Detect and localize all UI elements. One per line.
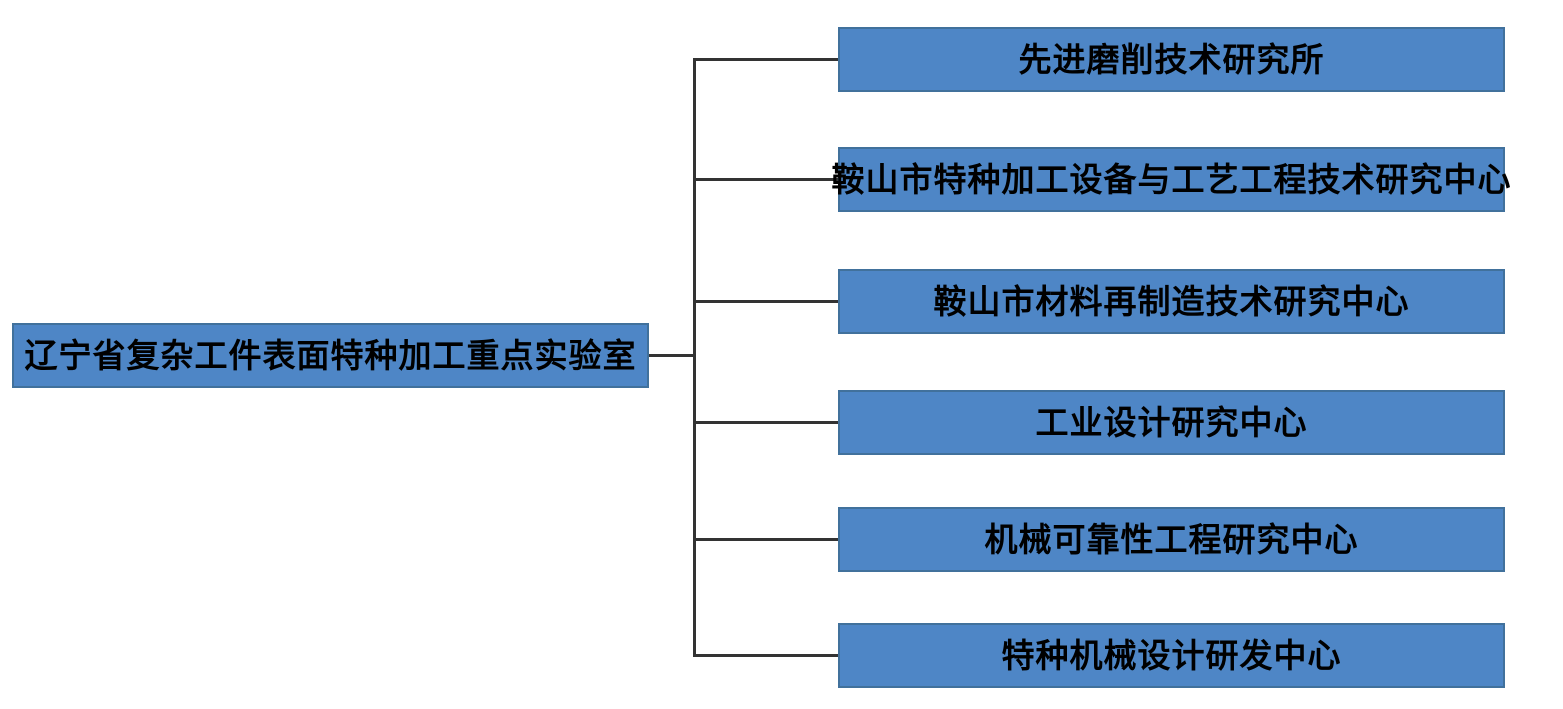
org-node-child-4: 工业设计研究中心	[838, 390, 1505, 455]
org-node-child-6-label: 特种机械设计研发中心	[1001, 636, 1342, 675]
org-node-child-1-label: 先进磨削技术研究所	[1018, 40, 1325, 79]
org-node-root-label: 辽宁省复杂工件表面特种加工重点实验室	[24, 336, 637, 375]
org-node-child-1: 先进磨削技术研究所	[838, 27, 1505, 92]
connector-branch-5	[694, 538, 838, 541]
connector-root-link	[649, 354, 695, 357]
connector-branch-6	[694, 654, 838, 657]
connector-trunk	[693, 58, 696, 657]
connector-branch-3	[694, 300, 838, 303]
org-node-child-2-label: 鞍山市特种加工设备与工艺工程技术研究中心	[831, 160, 1512, 199]
org-node-child-6: 特种机械设计研发中心	[838, 623, 1505, 688]
org-node-child-3-label: 鞍山市材料再制造技术研究中心	[933, 282, 1410, 321]
org-node-child-5-label: 机械可靠性工程研究中心	[984, 520, 1359, 559]
org-node-child-5: 机械可靠性工程研究中心	[838, 507, 1505, 572]
connector-branch-4	[694, 421, 838, 424]
org-node-child-3: 鞍山市材料再制造技术研究中心	[838, 269, 1505, 334]
org-node-root: 辽宁省复杂工件表面特种加工重点实验室	[12, 323, 649, 388]
connector-branch-2	[694, 178, 838, 181]
connector-branch-1	[694, 58, 838, 61]
org-node-child-2: 鞍山市特种加工设备与工艺工程技术研究中心	[832, 147, 1511, 212]
org-node-child-4-label: 工业设计研究中心	[1035, 403, 1308, 442]
